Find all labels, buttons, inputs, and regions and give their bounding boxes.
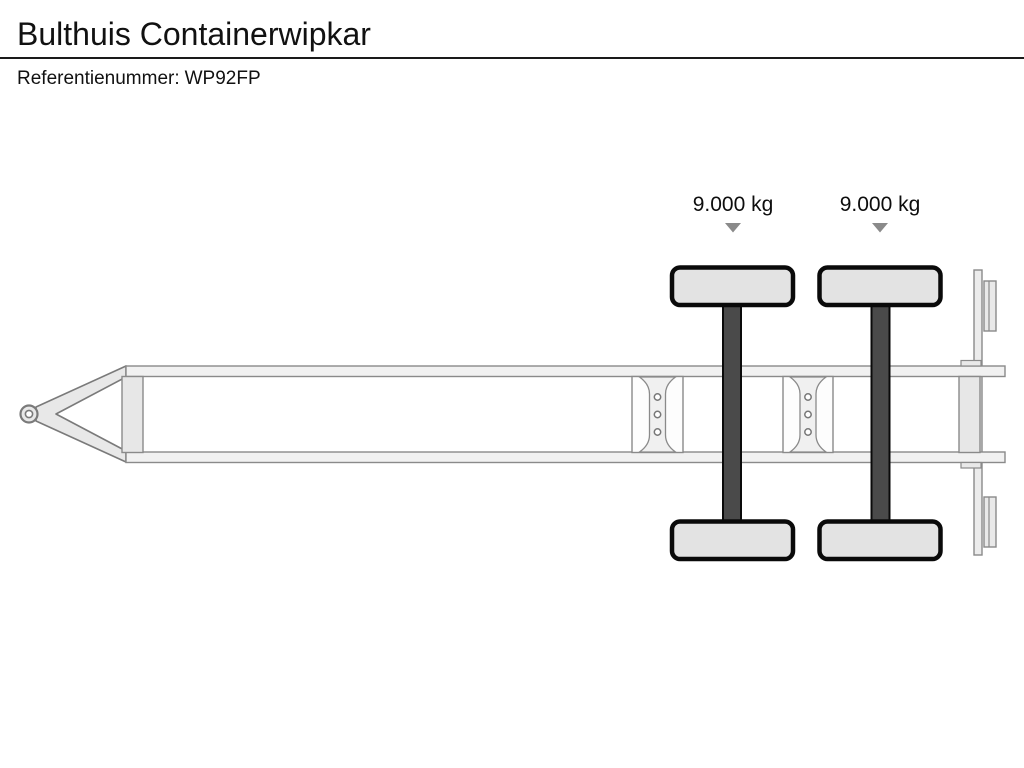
rear-bracket-top (960, 359, 982, 367)
crossmember-gusset-2 (782, 375, 834, 454)
bolt-hole (804, 393, 812, 401)
chassis-rail-bottom (125, 451, 1006, 464)
rear-plate-top (983, 280, 997, 332)
axle-1-beam (722, 293, 742, 535)
axle-2-beam (870, 293, 891, 535)
tow-eye-hole (24, 409, 34, 419)
axle-2-load-label: 9.000 kg (840, 193, 921, 216)
axle-1-pointer-icon (725, 223, 741, 233)
axle-1-load-label: 9.000 kg (693, 193, 774, 216)
bolt-hole (653, 428, 662, 436)
axle-2-pointer-icon (872, 223, 888, 233)
rear-plate-bottom (983, 496, 997, 548)
bolt-hole (653, 393, 662, 401)
chassis-rail-top (125, 365, 1006, 378)
crossmember-gusset-1 (631, 375, 684, 454)
axle-2-tire-right (817, 519, 943, 562)
rear-bracket-bottom (960, 461, 982, 469)
axle-2-tire-left (817, 265, 943, 308)
front-crossmember (121, 375, 144, 454)
axle-1-tire-right (669, 519, 796, 562)
rear-crossmember (958, 375, 981, 454)
bolt-hole (653, 410, 662, 419)
reference-number: Referentienummer:WP92FP (17, 68, 261, 90)
reference-label: Referentienummer: (17, 68, 180, 89)
reference-value: WP92FP (184, 68, 261, 89)
bolt-hole (804, 410, 812, 419)
page-title: Bulthuis Containerwipkar (17, 16, 371, 52)
axle-1-tire-left (669, 265, 796, 308)
bolt-hole (804, 428, 812, 436)
drawbar-a-frame (35, 365, 127, 463)
header-divider (0, 57, 1024, 59)
